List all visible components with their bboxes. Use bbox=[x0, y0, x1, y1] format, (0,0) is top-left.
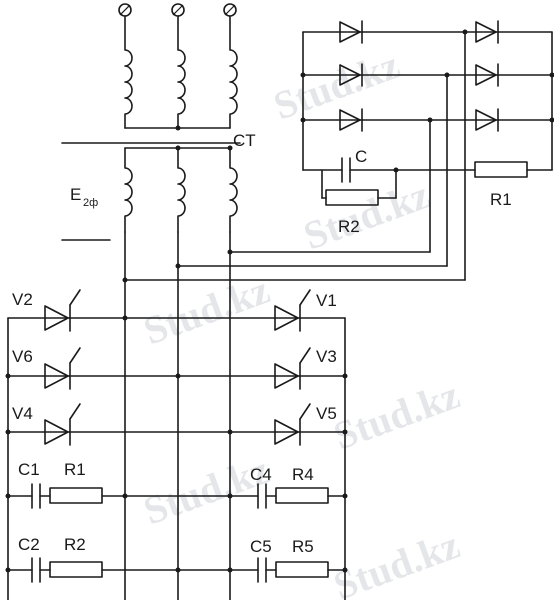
resistor-r4 bbox=[275, 487, 329, 504]
secondary-coil-b bbox=[177, 147, 186, 233]
diode-icon bbox=[475, 21, 497, 43]
resistor-r1 bbox=[49, 487, 103, 504]
thyristor-bridge: V2 V6 V4 V1 V3 V5 bbox=[5, 289, 348, 600]
watermark-text: Stud.kz bbox=[298, 172, 436, 259]
resistor-r5 bbox=[275, 561, 329, 578]
label-e2f: E bbox=[70, 185, 81, 204]
label-v2: V2 bbox=[12, 290, 33, 309]
label-v4: V4 bbox=[12, 404, 33, 423]
secondary-coil-a bbox=[124, 147, 133, 233]
rectifier-bridge: C R1 R2 bbox=[300, 20, 554, 236]
diode-icon bbox=[475, 64, 497, 86]
watermark-layer: Stud.kz Stud.kz Stud.kz Stud.kz Stud.kz … bbox=[138, 42, 466, 600]
label-c4: C4 bbox=[250, 465, 272, 484]
thyristor-v6 bbox=[44, 363, 69, 389]
transformer-secondary: CT E 2ф bbox=[70, 131, 256, 600]
diode-icon bbox=[339, 21, 361, 43]
label-c: C bbox=[355, 147, 367, 166]
label-r4: R4 bbox=[292, 465, 314, 484]
label-e2f-sub: 2ф bbox=[83, 197, 98, 209]
thyristor-v3 bbox=[274, 363, 299, 389]
watermark-text: Stud.kz bbox=[328, 522, 466, 600]
transformer-primary bbox=[61, 3, 241, 241]
label-ct: CT bbox=[233, 131, 256, 150]
watermark-text: Stud.kz bbox=[138, 447, 276, 534]
label-r1-top: R1 bbox=[490, 190, 512, 209]
label-v1: V1 bbox=[316, 291, 337, 310]
label-v6: V6 bbox=[12, 347, 33, 366]
label-r1: R1 bbox=[64, 460, 86, 479]
primary-coil-a bbox=[124, 15, 133, 129]
label-r5: R5 bbox=[292, 537, 314, 556]
diode-icon bbox=[475, 109, 497, 131]
thyristor-v4 bbox=[44, 419, 69, 445]
label-r2-top: R2 bbox=[338, 217, 360, 236]
snubber-network: C1 R1 C4 R4 C2 R2 C5 R5 bbox=[5, 460, 348, 583]
resistor-r1-top bbox=[474, 161, 528, 178]
label-c5: C5 bbox=[250, 537, 272, 556]
thyristor-v5 bbox=[274, 419, 299, 445]
diode-icon bbox=[339, 109, 361, 131]
bridge-connections bbox=[122, 31, 466, 283]
resistor-r2 bbox=[49, 561, 103, 578]
label-v5: V5 bbox=[316, 404, 337, 423]
label-c1: C1 bbox=[18, 460, 40, 479]
label-v3: V3 bbox=[316, 347, 337, 366]
label-c2: C2 bbox=[18, 535, 40, 554]
primary-coil-b bbox=[177, 15, 186, 129]
thyristor-v2 bbox=[44, 305, 69, 331]
label-r2: R2 bbox=[64, 535, 86, 554]
thyristor-v1 bbox=[274, 305, 299, 331]
watermark-text: Stud.kz bbox=[268, 42, 406, 129]
secondary-coil-c bbox=[229, 147, 238, 233]
watermark-text: Stud.kz bbox=[328, 372, 466, 459]
primary-coil-c bbox=[229, 15, 238, 129]
diode-icon bbox=[339, 64, 361, 86]
